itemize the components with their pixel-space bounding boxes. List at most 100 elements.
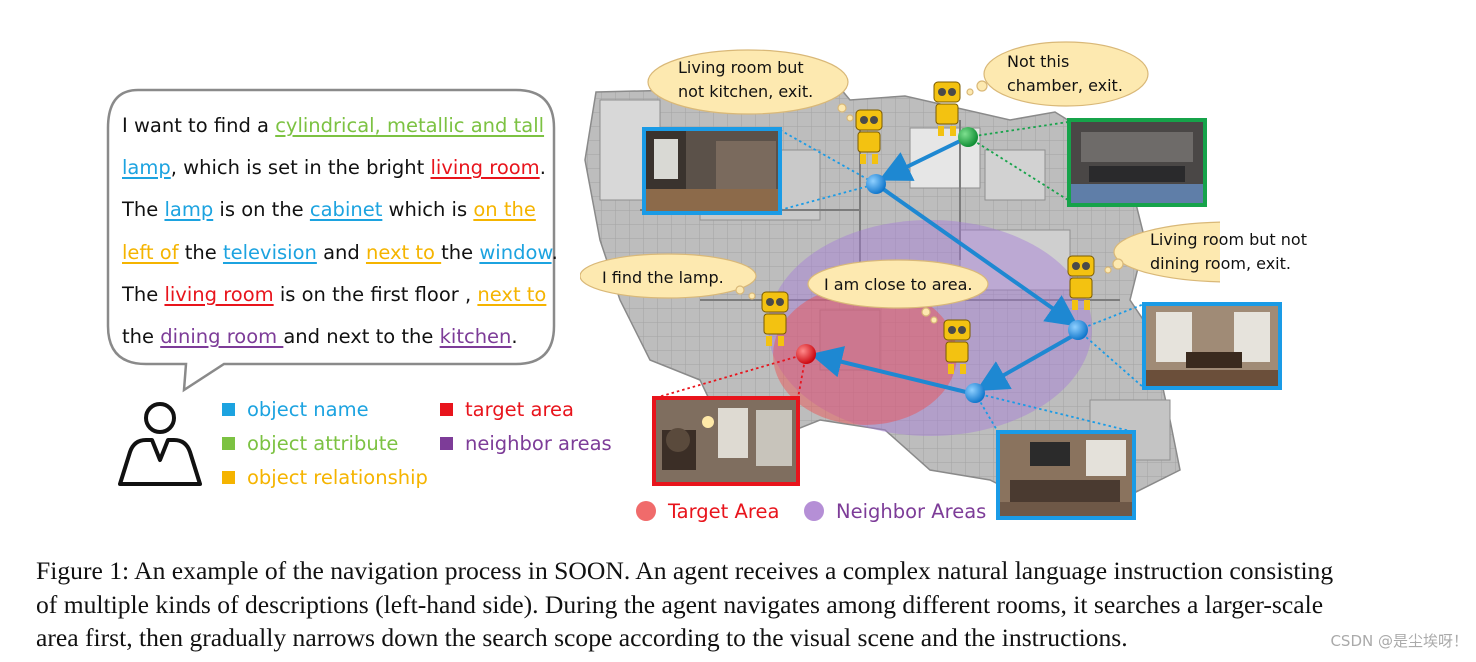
connector-line <box>1077 303 1145 331</box>
cloud-text-close: I am close to area. <box>824 273 973 297</box>
object-attribute-phrase: cylindrical, metallic and tall <box>275 114 545 137</box>
target-node <box>796 344 816 364</box>
waypoint-node <box>965 383 985 403</box>
legend-label: object relationship <box>247 466 428 489</box>
caption-line: area first, then gradually narrows down … <box>36 623 1128 652</box>
cloud-text-dining: Living room but not dining room, exit. <box>1150 228 1307 276</box>
cloud-line: chamber, exit. <box>1007 76 1123 95</box>
legend-object-name: object name <box>222 397 369 423</box>
target-area-ellipse <box>773 285 957 425</box>
legend-swatch-object-relationship <box>222 471 235 484</box>
robot-icon <box>933 81 961 136</box>
legend-object-attribute: object attribute <box>222 431 398 457</box>
path-arrow <box>810 346 971 395</box>
legend-swatch-object-attribute <box>222 437 235 450</box>
instruction-line-4: left of the television and next to the w… <box>122 232 558 274</box>
robot-icon <box>761 291 789 346</box>
target-area-legend: Target Area <box>636 499 779 525</box>
waypoint-node <box>1068 320 1088 340</box>
cloud-text-found: I find the lamp. <box>602 266 724 290</box>
object-name-phrase: cabinet <box>309 198 383 222</box>
thought-cloud <box>580 253 757 300</box>
dining-view-image <box>1142 302 1282 390</box>
cloud-line: Not this <box>1007 52 1070 71</box>
object-name-phrase: lamp <box>164 198 214 222</box>
cloud-line: I find the lamp. <box>602 268 724 287</box>
object-relationship-phrase: next to <box>477 282 547 306</box>
instruction-text-segment: , which is set in the bright <box>170 156 431 180</box>
cloud-text-chamber: Not this chamber, exit. <box>1007 50 1123 98</box>
instruction-text-segment: the <box>178 240 223 264</box>
kitchen-view-image <box>642 127 782 215</box>
thought-cloud <box>1104 221 1220 283</box>
instruction-text-segment: I want to find a <box>122 114 276 137</box>
target-area-phrase: living room <box>164 282 274 306</box>
instruction-text-segment: is on the <box>213 198 310 222</box>
legend-target-area: target area <box>440 397 574 423</box>
neighbor-area-phrase: kitchen <box>439 324 512 348</box>
legend-swatch-target-area <box>440 403 453 416</box>
thought-cloud <box>807 259 989 324</box>
instruction-text-segment: and <box>316 240 366 264</box>
instruction-text-segment: . <box>511 324 518 348</box>
cloud-line: not kitchen, exit. <box>678 82 814 101</box>
object-name-phrase: television <box>222 240 317 264</box>
target-area-phrase: living room <box>430 156 540 180</box>
cloud-line: dining room, exit. <box>1150 254 1291 273</box>
instruction-text-segment: The <box>122 282 165 306</box>
instruction-speech-bubble <box>106 88 556 393</box>
cloud-line: Living room but not <box>1150 230 1307 249</box>
instruction-line-1: I want to find a cylindrical, metallic a… <box>122 105 552 147</box>
legend-label: target area <box>465 398 574 421</box>
caption-line: of multiple kinds of descriptions (left-… <box>36 589 1324 619</box>
instruction-text-segment: . <box>551 240 558 264</box>
connector-line <box>779 183 877 211</box>
person-icon <box>118 402 202 486</box>
start-node <box>958 127 978 147</box>
instruction-line-5: The living room is on the first floor , … <box>122 274 552 316</box>
instruction-line-6: the dining room and next to the kitchen. <box>122 316 552 358</box>
living-room-view-image <box>996 430 1136 520</box>
instruction-text: I want to find a cylindrical, metallic a… <box>122 105 558 358</box>
target-area-dot <box>636 501 656 521</box>
object-name-phrase: window <box>479 240 552 264</box>
instruction-text-segment: . <box>539 156 546 180</box>
instruction-text-segment: the <box>441 240 480 264</box>
neighbor-area-phrase: dining room <box>160 324 284 348</box>
neighbor-area-legend-label: Neighbor Areas <box>836 500 987 523</box>
instruction-text-segment: the <box>122 324 161 348</box>
neighbor-area-legend: Neighbor Areas <box>804 499 986 525</box>
connector-line <box>967 121 1069 138</box>
thought-cloud <box>966 41 1149 107</box>
instruction-line-2: lamp, which is set in the bright living … <box>122 147 552 189</box>
chamber-view-image <box>1067 118 1207 207</box>
thought-cloud <box>647 49 854 122</box>
connector-line <box>654 353 807 399</box>
instruction-text-segment: which is <box>382 198 474 222</box>
cloud-text-kitchen: Living room but not kitchen, exit. <box>678 56 813 104</box>
legend-label: neighbor areas <box>465 432 612 455</box>
object-name-phrase: lamp <box>122 156 171 180</box>
legend-label: object attribute <box>247 432 399 455</box>
connector-line <box>779 129 877 185</box>
robot-icon <box>855 109 883 164</box>
figure-caption: Figure 1: An example of the navigation p… <box>36 554 1436 655</box>
instruction-text-segment: The <box>122 198 165 222</box>
object-relationship-phrase: on the <box>473 198 536 222</box>
caption-line: Figure 1: An example of the navigation p… <box>36 556 1334 585</box>
legend-neighbor-areas: neighbor areas <box>440 431 612 457</box>
legend-swatch-object-name <box>222 403 235 416</box>
target-area-legend-label: Target Area <box>668 500 780 523</box>
watermark: CSDN @是尘埃呀！ <box>1330 632 1468 650</box>
robot-icon <box>943 319 971 374</box>
robot-icon <box>1067 255 1095 310</box>
path-arrow <box>878 138 963 181</box>
legend-object-relationship: object relationship <box>222 465 428 491</box>
instruction-line-3: The lamp is on the cabinet which is on t… <box>122 189 552 231</box>
cloud-line: I am close to area. <box>824 275 973 294</box>
path-arrow <box>874 182 1079 327</box>
connector-line <box>1077 329 1145 389</box>
path-arrow <box>976 332 1077 391</box>
cloud-line: Living room but <box>678 58 804 77</box>
waypoint-node <box>866 174 886 194</box>
